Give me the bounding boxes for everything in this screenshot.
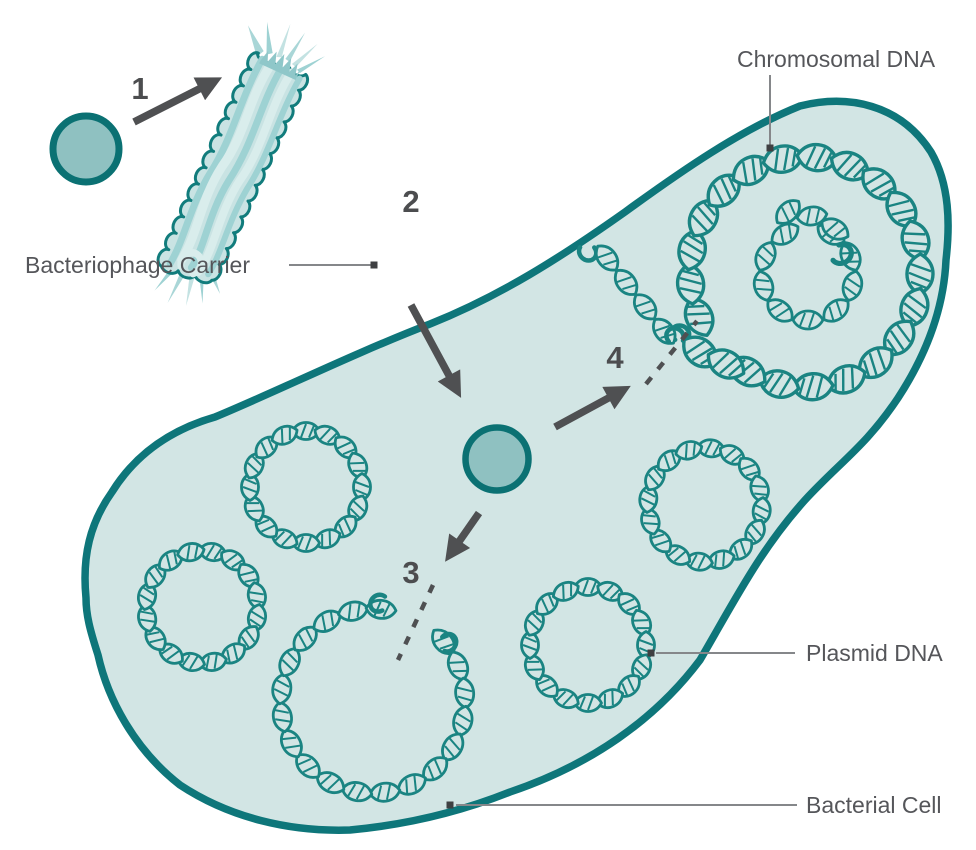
- dashed-line-step-3: [395, 584, 436, 661]
- leader-bacterial-cell: [446, 801, 797, 809]
- label-bacterial-cell: Bacterial Cell: [806, 792, 942, 818]
- gene-circle-inside: [462, 424, 532, 494]
- gene-circle-outside: [49, 112, 123, 186]
- phage-crown-icon: [259, 50, 301, 80]
- leader-bacteriophage-carrier: [289, 261, 378, 269]
- leader-plasmid-dna: [647, 649, 795, 657]
- phage-streaks: [166, 55, 303, 278]
- label-plasmid-dna: Plasmid DNA: [806, 640, 943, 666]
- dashed-line-step-4: [644, 319, 699, 386]
- label-chromosomal-dna: Chromosomal DNA: [737, 46, 936, 72]
- step-number-1: 1: [131, 71, 148, 106]
- arrow-step-2: [407, 303, 462, 398]
- label-bacteriophage-carrier: Bacteriophage Carrier: [25, 252, 250, 278]
- step-number-3: 3: [402, 555, 419, 590]
- phage-head-fibres-icon: [247, 21, 326, 74]
- bacteriophage: [154, 21, 326, 306]
- arrow-step-3: [445, 510, 483, 562]
- step-number-4: 4: [606, 340, 624, 375]
- leader-chromosomal-dna: [766, 75, 774, 152]
- step-number-2: 2: [402, 184, 419, 219]
- arrow-step-1: [132, 77, 223, 126]
- arrow-step-4: [553, 385, 631, 431]
